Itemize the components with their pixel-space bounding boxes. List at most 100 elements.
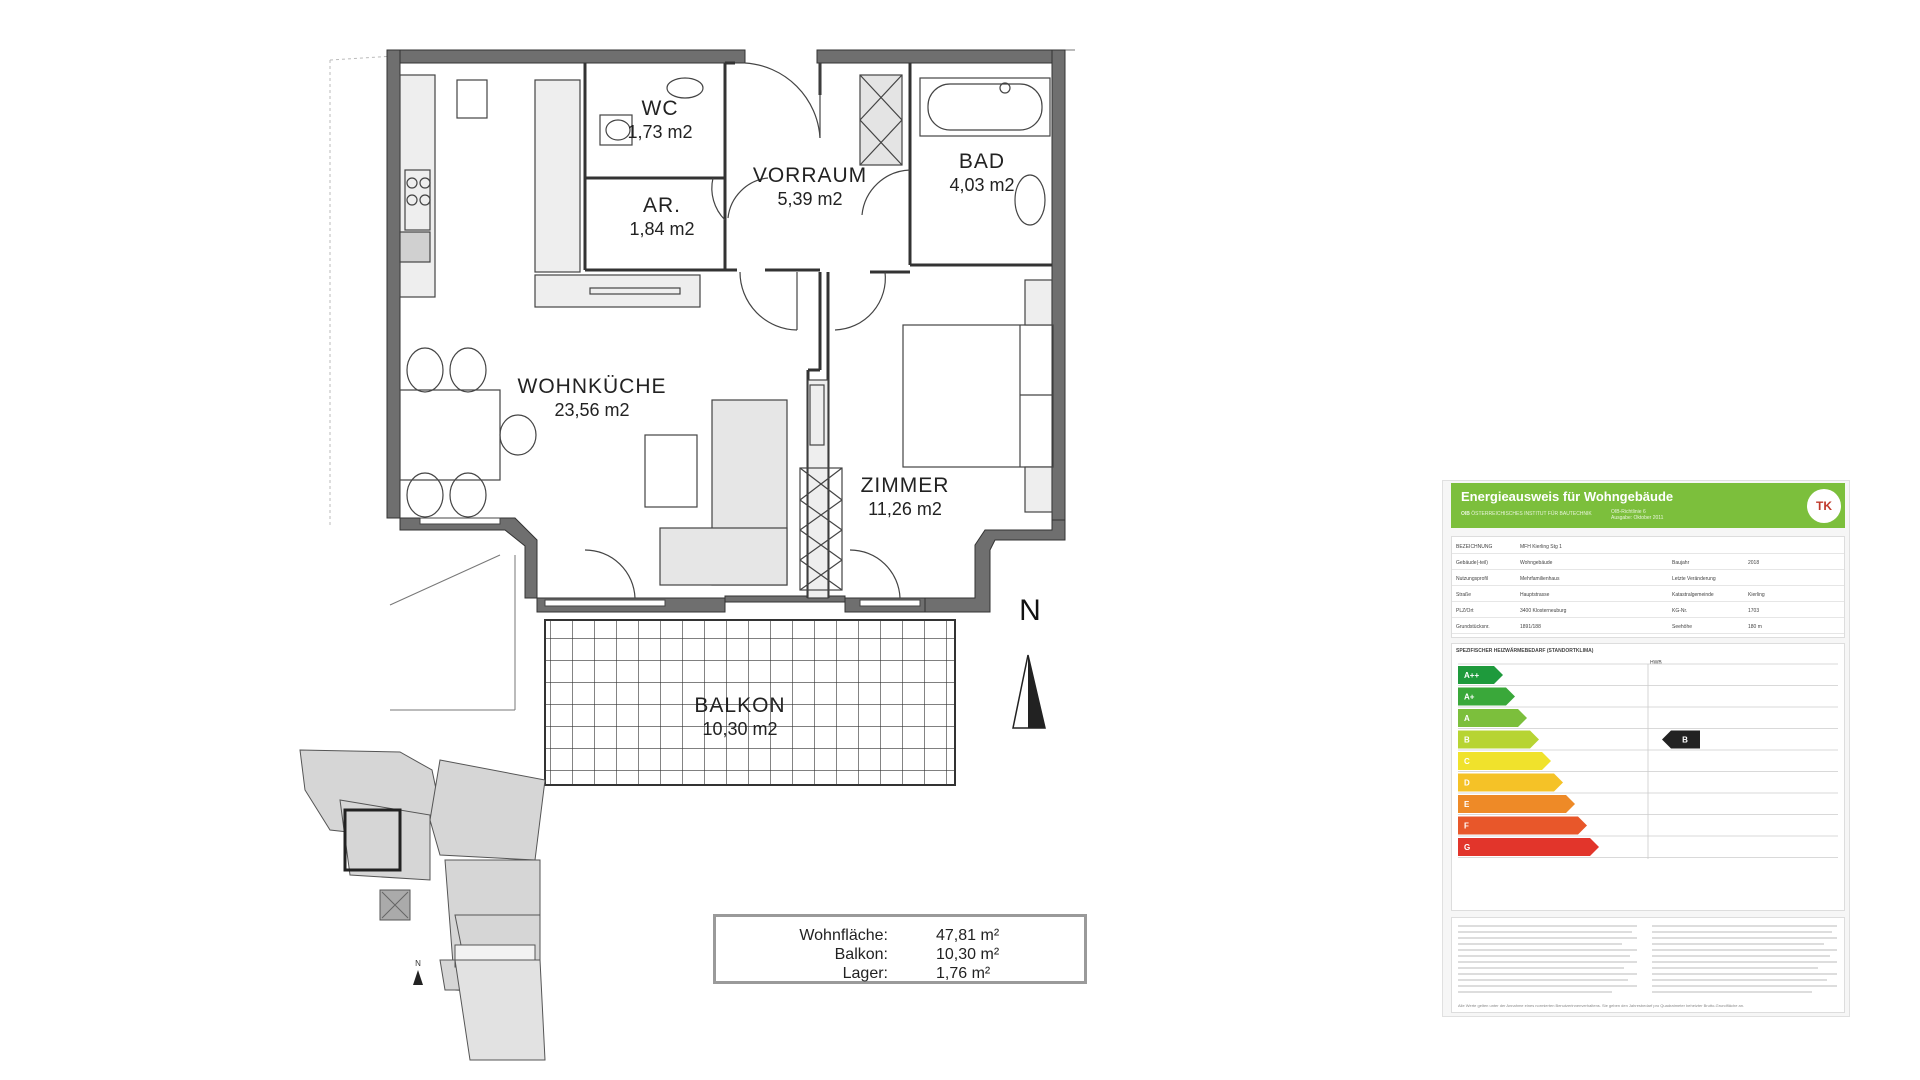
meta-v2: 1703 [1748, 608, 1760, 614]
guideline-label: OIB-Richtlinie 6 [1611, 509, 1646, 515]
fixtures [399, 74, 1054, 599]
room-name-wohnkueche: WOHNKÜCHE [518, 375, 667, 398]
key-plan [299, 749, 546, 1061]
meta-k: Straße [1456, 592, 1472, 598]
energy-class-arrow [1458, 709, 1527, 727]
rating-marker [1662, 730, 1700, 749]
energy-class-arrow [1458, 816, 1587, 835]
meta-v: Mehrfamilienhaus [1520, 576, 1560, 582]
north-label: N [1019, 594, 1041, 627]
meta-row: Nutzungsprofil Mehrfamilienhaus Letzte Ver… [1452, 573, 1844, 586]
summary-value: 1,76 m² [936, 965, 991, 982]
summary-row-balkon: Balkon: 10,30 m² [716, 946, 1084, 966]
energy-class-label: C [1464, 757, 1470, 766]
meta-v: Wohngebäude [1520, 560, 1553, 566]
meta-row: BEZEICHNUNG MFH Kierling Stg 1 [1452, 541, 1844, 554]
meta-k: Nutzungsprofil [1456, 576, 1488, 582]
energy-class-label: F [1464, 822, 1469, 831]
meta-v: 3400 Klosterneuburg [1520, 608, 1567, 614]
meta-v: MFH Kierling Stg 1 [1520, 544, 1562, 550]
meta-k: Grundstücksnr. [1456, 624, 1490, 630]
meta-v: Hauptstrasse [1520, 592, 1550, 598]
meta-row: Straße Hauptstrasse Katastralgemeinde Kierl… [1452, 589, 1844, 602]
scale-gridlines [1458, 663, 1838, 859]
meta-k: Gebäude(-teil) [1456, 560, 1488, 566]
balcony-floor [544, 619, 956, 786]
energy-class-label: G [1464, 843, 1470, 852]
oib-label: OIB [1461, 511, 1470, 517]
meta-row: Grundstücksnr. 1891/188 Seehöhe 180 m [1452, 621, 1844, 634]
meta-v2: Kierling [1748, 592, 1765, 598]
door-swings [584, 62, 911, 599]
footer-text-lines [1458, 925, 1837, 993]
energy-class-arrow [1458, 838, 1599, 856]
energy-class-arrow [1458, 773, 1563, 792]
energy-certificate: Energieausweis für Wohngebäude OIB ÖSTER… [1442, 480, 1850, 1017]
edition-label: Ausgabe: Oktober 2011 [1611, 515, 1664, 521]
energy-class-label: B [1464, 736, 1470, 745]
meta-v: 1891/188 [1520, 624, 1541, 630]
meta-row: PLZ/Ort 3400 Klosterneuburg KG-Nr. 1703 [1452, 605, 1844, 618]
north-arrow [1012, 654, 1046, 729]
room-name-wc: WC [642, 97, 679, 120]
energy-class-arrow [1458, 752, 1551, 770]
room-area-balkon: 10,30 m2 [702, 719, 777, 739]
energy-class-label: E [1464, 800, 1470, 809]
energy-class-label: A [1464, 714, 1470, 723]
meta-k2: KG-Nr. [1672, 608, 1688, 614]
energy-class-label: A+ [1464, 693, 1475, 702]
certificate-footer: Alle Werte gelten unter der Annahme eine… [1451, 917, 1845, 1013]
energy-class-scale: A++ A+ A B C D E F G B [1458, 663, 1838, 859]
summary-label: Lager: [842, 965, 888, 982]
meta-k2: Baujahr [1672, 560, 1690, 566]
room-name-ar: AR. [643, 194, 681, 217]
hwb-scale-panel: SPEZIFISCHER HEIZWÄRMEBEDARF (STANDORTKL… [1451, 643, 1845, 911]
meta-v2: 2018 [1748, 560, 1760, 566]
hwb-title: SPEZIFISCHER HEIZWÄRMEBEDARF (STANDORTKL… [1456, 648, 1594, 654]
room-name-bad: BAD [959, 150, 1005, 173]
oib-sub-label: ÖSTERREICHISCHES INSTITUT FÜR BAUTECHNIK [1471, 511, 1592, 517]
footer-note: Alle Werte gelten unter der Annahme eine… [1458, 1003, 1745, 1008]
energy-class-arrow [1458, 666, 1503, 684]
energy-class-label: A++ [1464, 671, 1479, 680]
summary-label: Balkon: [834, 946, 888, 963]
meta-k: PLZ/Ort [1456, 608, 1474, 614]
summary-value: 47,81 m² [936, 927, 1000, 944]
energy-class-label: D [1464, 779, 1470, 788]
certificate-meta-table: BEZEICHNUNG MFH Kierling Stg 1 Gebäude(-te… [1451, 536, 1845, 638]
certificate-title: Energieausweis für Wohngebäude [1461, 489, 1674, 504]
energy-class-arrow [1458, 687, 1515, 706]
tk-logo-icon: TK [1807, 489, 1841, 523]
meta-k2: Letzte Veränderung [1672, 576, 1716, 582]
hwb-column-label: HWB [1650, 660, 1662, 666]
certificate-header: Energieausweis für Wohngebäude OIB ÖSTER… [1451, 483, 1845, 528]
room-name-vorraum: VORRAUM [753, 164, 867, 187]
room-area-wc: 1,73 m2 [627, 122, 692, 142]
summary-value: 10,30 m² [936, 946, 1000, 963]
summary-label: Wohnfläche: [799, 927, 888, 944]
room-area-bad: 4,03 m2 [949, 175, 1014, 195]
certificate-brand: OIB ÖSTERREICHISCHES INSTITUT FÜR BAUTEC… [1461, 511, 1592, 517]
room-area-vorraum: 5,39 m2 [777, 189, 842, 209]
rating-label: B [1682, 736, 1688, 745]
summary-row-lager: Lager: 1,76 m² [716, 965, 1084, 985]
energy-class-arrow [1458, 795, 1575, 813]
meta-row: Gebäude(-teil) Wohngebäude Baujahr 2018 [1452, 557, 1844, 570]
area-summary-box: Wohnfläche: 47,81 m² Balkon: 10,30 m² La… [713, 914, 1087, 984]
room-name-balkon: BALKON [694, 694, 785, 717]
meta-k2: Seehöhe [1672, 624, 1693, 630]
windows [419, 517, 921, 607]
room-area-ar: 1,84 m2 [629, 219, 694, 239]
certificate-guideline: OIB-Richtlinie 6 Ausgabe: Oktober 2011 [1611, 509, 1663, 521]
keyplan-north-label: N [415, 959, 421, 968]
room-area-wohnkueche: 23,56 m2 [554, 400, 629, 420]
meta-v2: 180 m [1748, 624, 1762, 630]
summary-row-wohnflaeche: Wohnfläche: 47,81 m² [716, 927, 1084, 947]
room-name-zimmer: ZIMMER [861, 474, 950, 497]
meta-k2: Katastralgemeinde [1672, 592, 1714, 598]
energy-class-arrow [1458, 730, 1539, 749]
meta-k: BEZEICHNUNG [1456, 544, 1493, 550]
room-area-zimmer: 11,26 m2 [868, 499, 942, 519]
site-lines [329, 49, 1075, 711]
